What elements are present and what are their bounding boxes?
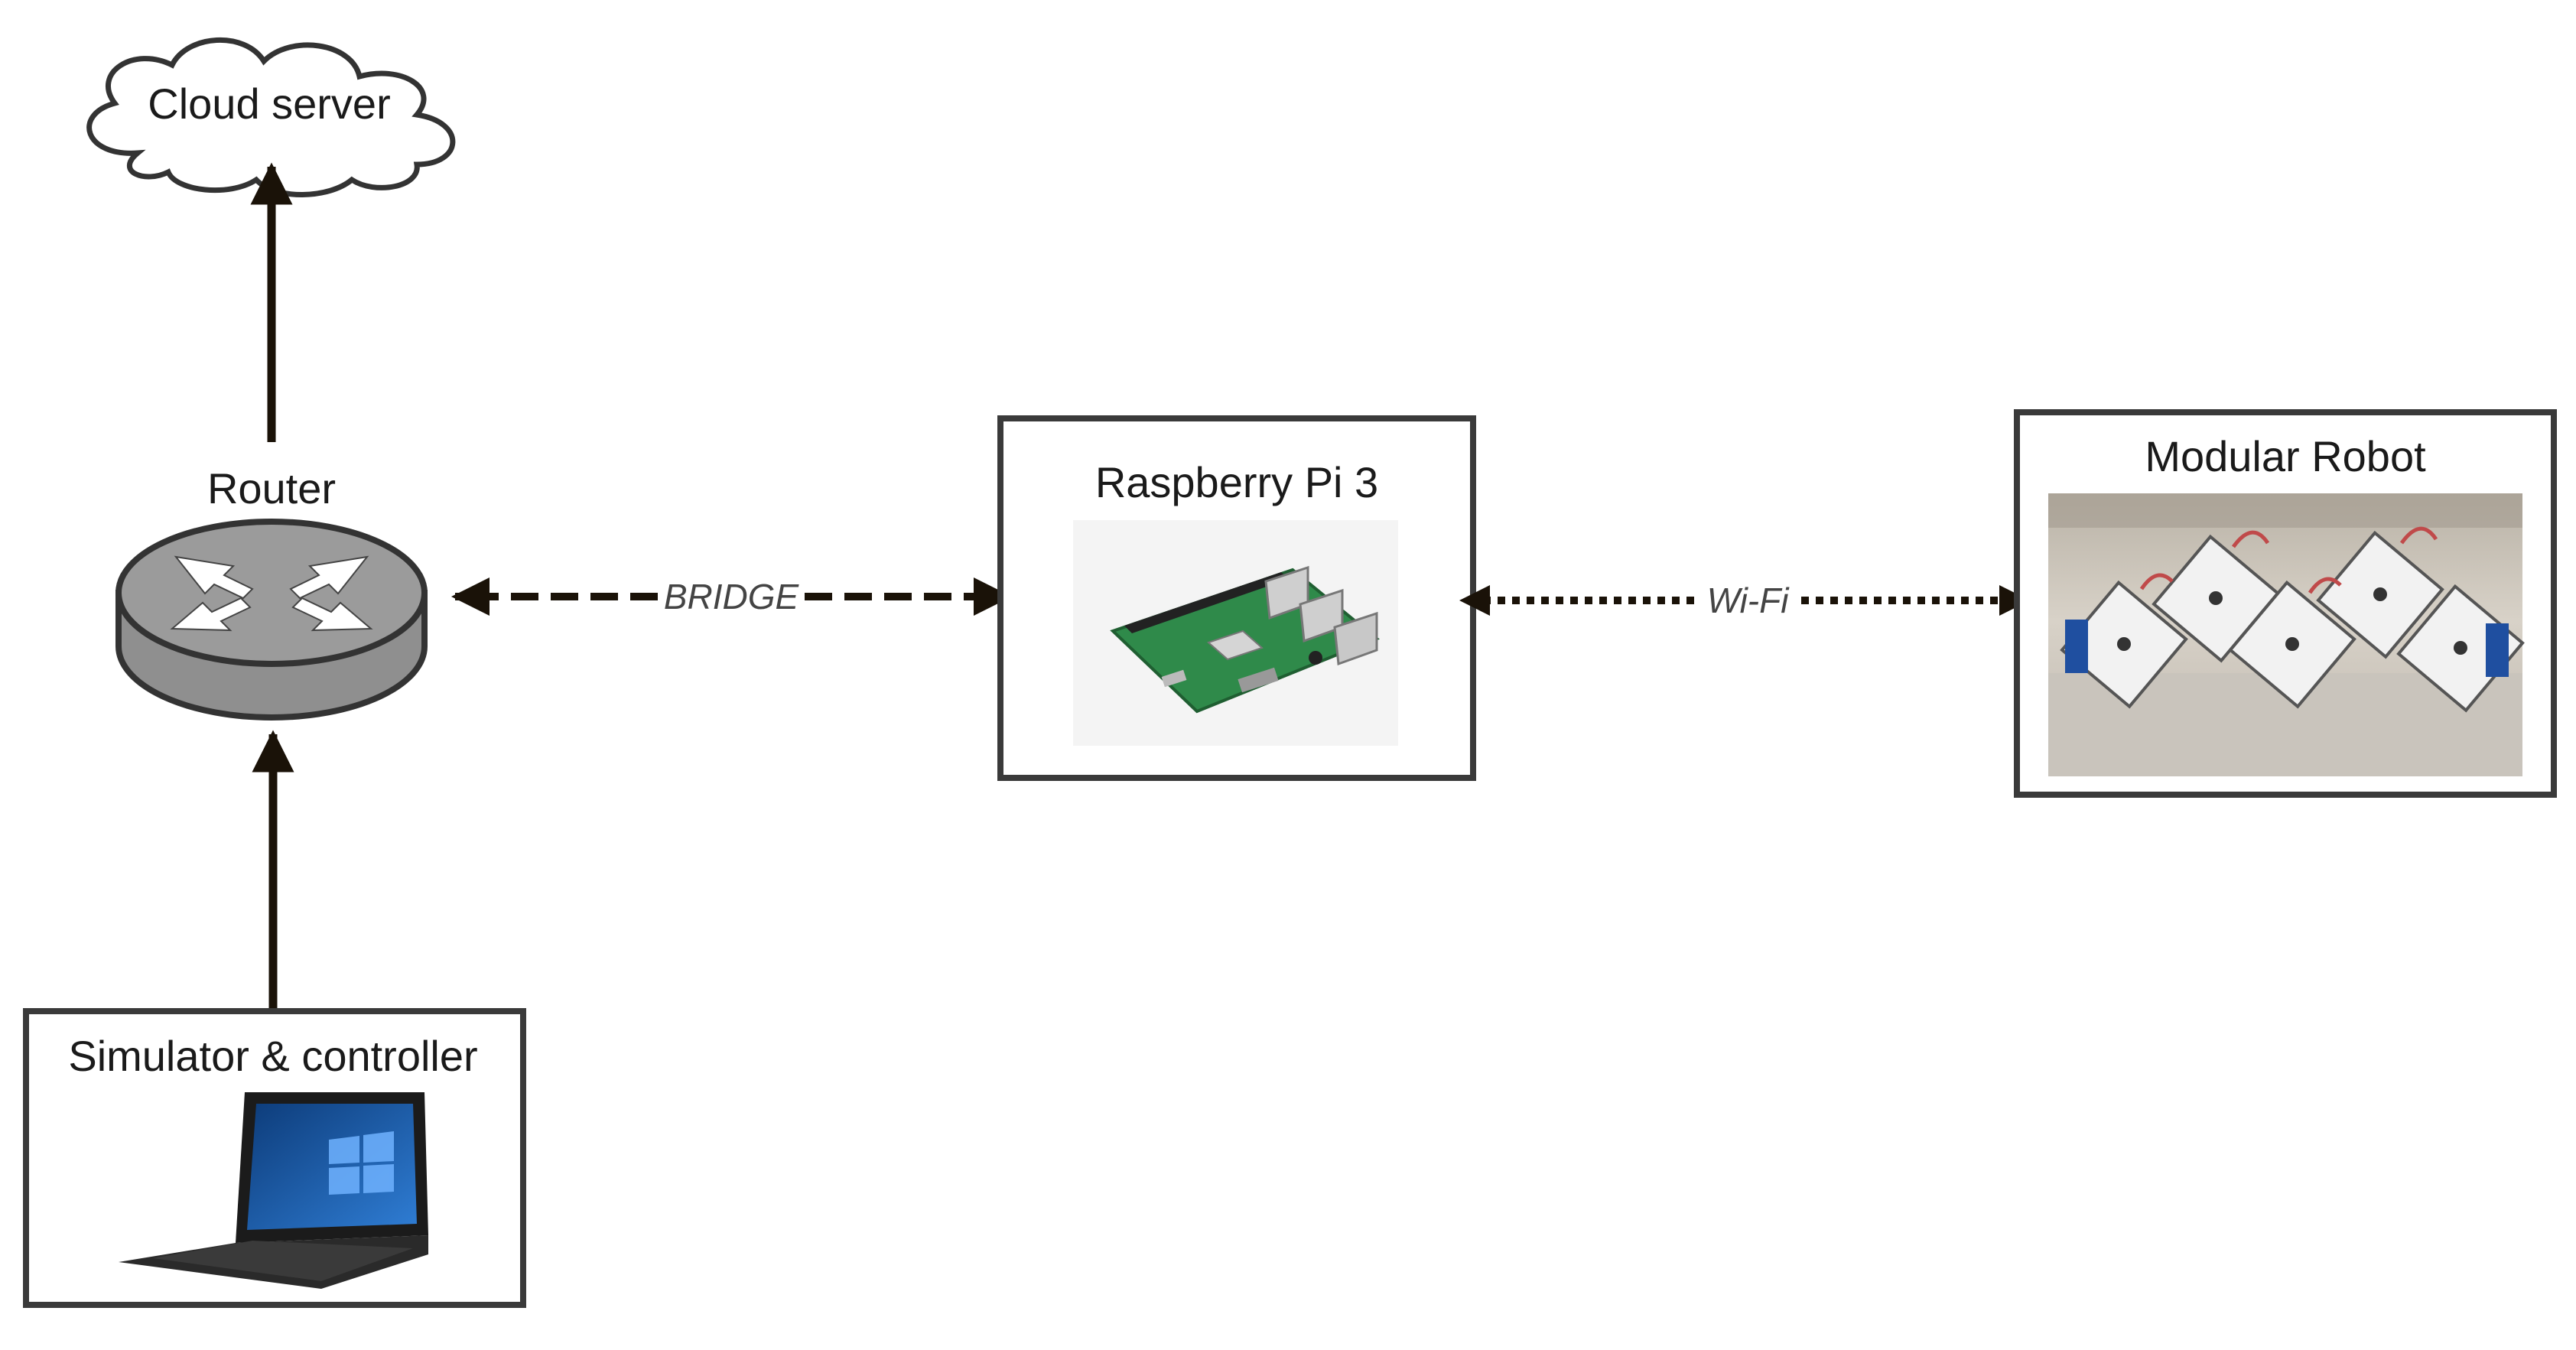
raspberry-pi-label: Raspberry Pi 3	[1095, 458, 1378, 506]
modular-robot-node: Modular Robot	[2014, 409, 2557, 798]
modular-robot-photo	[2048, 493, 2525, 776]
raspberry-pi-node: Raspberry Pi 3	[997, 415, 1476, 781]
wifi-label: Wi-Fi	[1707, 581, 1791, 620]
simulator-controller-label: Simulator & controller	[68, 1032, 477, 1080]
bridge-label: BRIDGE	[664, 577, 800, 616]
simulator-controller-node: Simulator & controller	[23, 1008, 526, 1308]
cloud-server-node: Cloud server	[86, 37, 456, 197]
router-icon	[115, 519, 428, 721]
cloud-server-label: Cloud server	[148, 80, 390, 128]
laptop-image	[119, 1092, 428, 1289]
modular-robot-label: Modular Robot	[2145, 432, 2426, 480]
wifi-connection: Wi-Fi	[1459, 581, 2030, 620]
router-label: Router	[207, 464, 336, 512]
bridge-connection: BRIDGE	[451, 577, 1012, 616]
raspberry-pi-board-image	[1073, 520, 1398, 746]
cloud-shape	[86, 37, 456, 197]
router-node: Router	[115, 464, 428, 721]
